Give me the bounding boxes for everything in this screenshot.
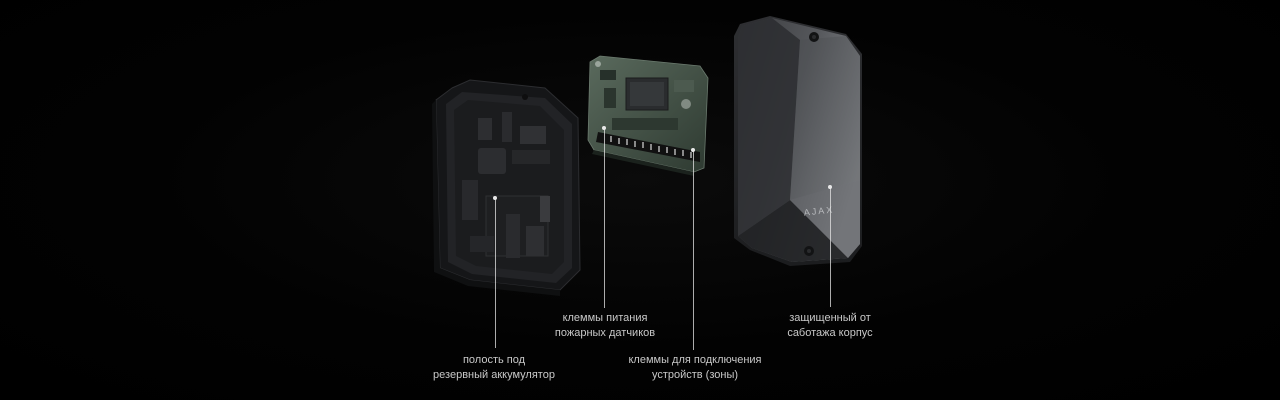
leader-dot-cavity — [493, 196, 497, 200]
label-cavity-line1: полость под — [462, 354, 526, 366]
label-battery-cavity: полость под резервный аккумулятор — [414, 353, 574, 383]
label-cavity-line2: резервный аккумулятор — [433, 369, 555, 381]
enclosure-lid — [734, 16, 862, 266]
enclosure-base — [432, 79, 581, 296]
label-fire-terminals: клеммы питания пожарных датчиков — [520, 311, 690, 341]
label-case-line2: саботажа корпус — [787, 327, 873, 339]
leader-line-case — [830, 187, 831, 307]
label-fire-line1: клеммы питания — [562, 312, 648, 324]
label-zone-terminals: клеммы для подключения устройств (зоны) — [610, 353, 780, 383]
leader-dot-fire — [602, 126, 606, 130]
label-zones-line1: клеммы для подключения — [628, 354, 762, 366]
leader-line-fire — [604, 128, 605, 308]
pcb-board — [587, 55, 709, 176]
label-zones-line2: устройств (зоны) — [651, 369, 739, 381]
leader-dot-case — [828, 185, 832, 189]
leader-line-cavity — [495, 198, 496, 348]
label-tamper-case: защищенный от саботажа корпус — [760, 311, 900, 341]
label-fire-line2: пожарных датчиков — [554, 327, 656, 339]
label-case-line1: защищенный от — [789, 312, 871, 324]
leader-dot-zones — [691, 148, 695, 152]
leader-line-zones — [693, 150, 694, 350]
